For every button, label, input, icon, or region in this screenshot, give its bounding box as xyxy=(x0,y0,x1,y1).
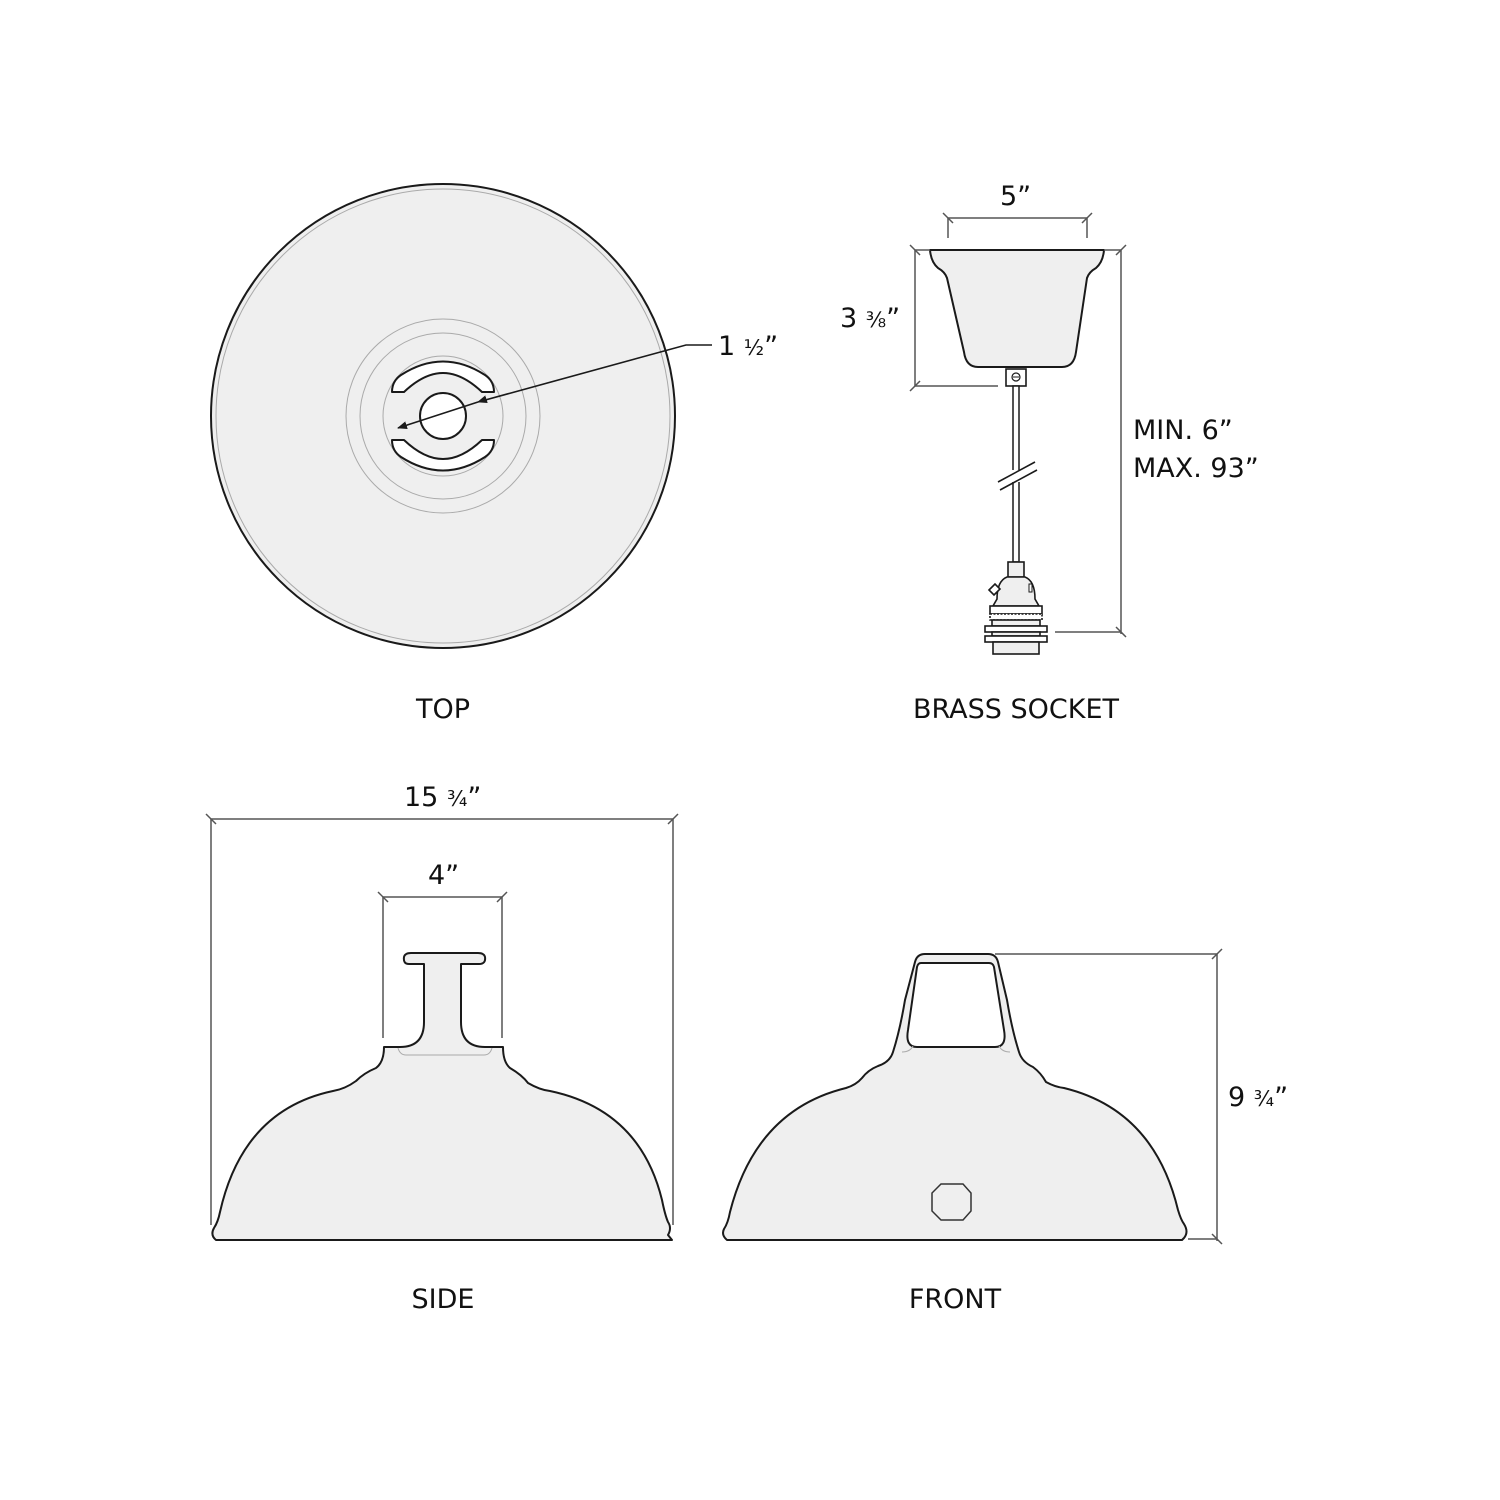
top-view xyxy=(210,183,712,649)
octagonal-access-hole xyxy=(931,1183,972,1221)
canopy-height-label: 3 ⅜” xyxy=(840,303,900,334)
dim-unit: ” xyxy=(886,303,901,334)
front-bracket-shadow-left xyxy=(901,1045,914,1053)
dim-unit: ” xyxy=(764,331,779,362)
side-shade-body xyxy=(211,952,673,1241)
center-hole xyxy=(419,392,467,440)
dim-whole: 15 xyxy=(404,782,439,813)
lamp-socket xyxy=(984,561,1048,655)
canopy-width-label: 5” xyxy=(1000,181,1032,212)
drop-length-label: MIN. 6” MAX. 93” xyxy=(1133,412,1259,488)
side-neck-collar xyxy=(397,1047,493,1056)
dim-fraction: ⅜ xyxy=(865,308,887,332)
set-screw-icon xyxy=(1011,372,1021,382)
front-view xyxy=(722,948,1223,1245)
shade-width-label: 15 ¾” xyxy=(404,782,481,813)
caption-front: FRONT xyxy=(908,1284,1002,1315)
canopy-width-dimension xyxy=(942,212,1093,238)
dim-whole: 9 xyxy=(1228,1082,1246,1113)
drop-min-label: MIN. 6” xyxy=(1133,415,1233,446)
caption-top: TOP xyxy=(415,694,471,725)
neck-ring-inner xyxy=(382,355,504,477)
dim-fraction: ¾ xyxy=(446,787,468,811)
caption-brass-socket: BRASS SOCKET xyxy=(912,694,1120,725)
cutout-upper xyxy=(391,360,495,393)
drop-max-label: MAX. 93” xyxy=(1133,453,1259,484)
dim-fraction: ¾ xyxy=(1253,1087,1275,1111)
cord-break-mark-2 xyxy=(999,469,1038,491)
center-hole-dimension-line xyxy=(397,395,488,430)
front-bracket-opening xyxy=(906,962,1006,1048)
neck-width-dimension xyxy=(377,891,508,1038)
dim-unit: ” xyxy=(1274,1082,1289,1113)
neck-width-label: 4” xyxy=(428,860,460,891)
shade-inner-rim xyxy=(215,188,671,644)
dim-unit: ” xyxy=(467,782,482,813)
front-shade-body xyxy=(722,953,1188,1241)
drop-length-dimension xyxy=(1055,244,1127,638)
canopy xyxy=(929,249,1105,368)
cutout-lower xyxy=(391,439,495,472)
dim-whole: 1 xyxy=(718,331,736,362)
side-view xyxy=(205,813,679,1241)
brass-socket-view xyxy=(909,212,1127,655)
front-bracket-shadow-right xyxy=(998,1045,1011,1053)
canopy-height-dimension xyxy=(909,244,998,392)
neck-ring-outer xyxy=(345,318,541,514)
center-hole-leader-line xyxy=(477,344,712,403)
shade-height-label: 9 ¾” xyxy=(1228,1082,1288,1113)
cord-break-mark-1 xyxy=(997,461,1036,483)
dim-fraction: ½ xyxy=(743,336,765,360)
shade-height-dimension xyxy=(995,948,1223,1245)
cord-break-gap xyxy=(1000,470,1032,482)
dim-whole: 3 xyxy=(840,303,858,334)
neck-ring-mid xyxy=(359,332,527,500)
caption-side: SIDE xyxy=(411,1284,475,1315)
shade-width-dimension xyxy=(205,813,679,1225)
center-hole-dimension-label: 1 ½” xyxy=(718,331,778,362)
